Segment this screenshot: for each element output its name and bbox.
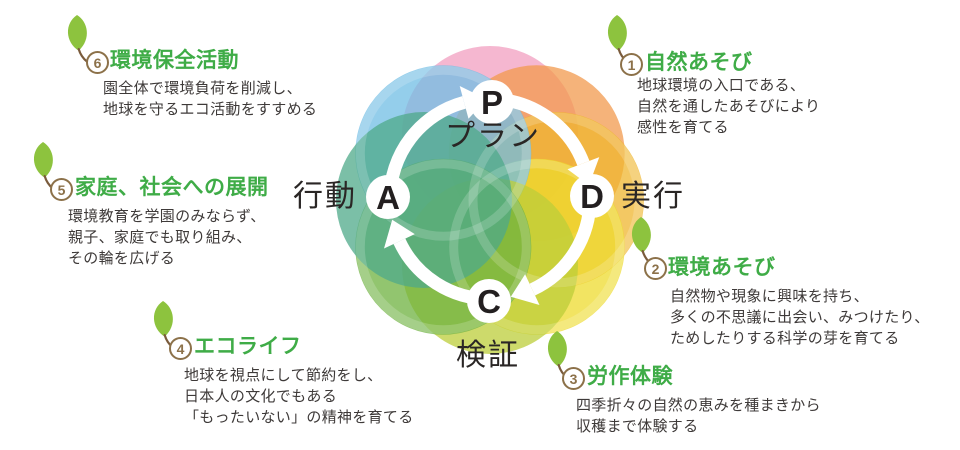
item-5-line-2: 親子、家庭でも取り組み、 xyxy=(68,229,252,246)
item-1-line-1: 地球環境の入口である、 xyxy=(637,77,806,94)
item-4-title: エコライフ xyxy=(194,335,302,358)
node-plan-badge: P xyxy=(470,80,514,124)
item-5-line-1: 環境教育を学園のみならず、 xyxy=(68,208,266,225)
item-1-number: 1 xyxy=(627,56,636,73)
item-6-title: 環境保全活動 xyxy=(110,49,239,72)
item-2-line-3: ためしたりする科学の芽を育てる xyxy=(670,330,900,347)
node-act-letter: A xyxy=(376,178,400,216)
node-act-label: 行動 xyxy=(293,180,357,213)
node-check-label: 検証 xyxy=(456,339,520,372)
item-5-line-3: その輪を広げる xyxy=(68,250,176,267)
node-plan-label: プラン xyxy=(445,120,541,153)
item-3-description: 四季折々の自然の恵みを種まきから 収穫まで体験する xyxy=(576,395,821,437)
item-5-number: 5 xyxy=(57,181,66,198)
item-1-description: 地球環境の入口である、 自然を通したあそびにより 感性を育てる xyxy=(637,75,820,138)
item-4-line-3: 「もったいない」の精神を育てる xyxy=(184,409,414,426)
item-2-number: 2 xyxy=(651,260,660,277)
item-4-description: 地球を視点にして節約をし、 日本人の文化でもある 「もったいない」の精神を育てる xyxy=(184,365,414,428)
arrowhead-to-c xyxy=(510,274,540,305)
node-do-badge: D xyxy=(570,174,614,218)
node-check-badge: C xyxy=(467,279,511,323)
node-check-letter: C xyxy=(477,282,501,320)
item-6-number: 6 xyxy=(93,54,102,71)
item-1-number-badge: 1 xyxy=(620,53,643,76)
item-3-line-1: 四季折々の自然の恵みを種まきから xyxy=(576,397,821,414)
item-2-line-2: 多くの不思議に出会い、みつけたり、 xyxy=(670,309,930,326)
item-4-line-1: 地球を視点にして節約をし、 xyxy=(184,367,383,384)
item-6-number-badge: 6 xyxy=(86,51,109,74)
item-1-title: 自然あそび xyxy=(645,51,753,74)
item-6-line-1: 園全体で環境負荷を削減し、 xyxy=(103,80,302,97)
item-5-number-badge: 5 xyxy=(50,178,73,201)
node-act-badge: A xyxy=(366,175,410,219)
item-5-description: 環境教育を学園のみならず、 親子、家庭でも取り組み、 その輪を広げる xyxy=(68,206,266,269)
petal-teal xyxy=(336,112,512,288)
item-2-number-badge: 2 xyxy=(644,257,667,280)
item-3-number: 3 xyxy=(569,370,578,387)
arrowhead-to-a xyxy=(384,219,415,249)
item-6-description: 園全体で環境負荷を削減し、 地球を守るエコ活動をすすめる xyxy=(103,78,317,120)
item-5-title: 家庭、社会への展開 xyxy=(75,176,269,199)
node-do-label: 実行 xyxy=(621,180,685,213)
item-1-line-3: 感性を育てる xyxy=(637,119,729,136)
item-4-line-2: 日本人の文化でもある xyxy=(184,388,338,405)
item-4-number-badge: 4 xyxy=(169,337,192,360)
item-2-title: 環境あそび xyxy=(668,256,776,279)
item-6-line-2: 地球を守るエコ活動をすすめる xyxy=(103,101,318,118)
item-3-line-2: 収穫まで体験する xyxy=(576,418,699,435)
item-4-number: 4 xyxy=(176,340,185,357)
node-plan-letter: P xyxy=(480,83,503,121)
item-1-line-2: 自然を通したあそびにより xyxy=(637,98,821,115)
node-do-letter: D xyxy=(580,177,604,215)
item-2-description: 自然物や現象に興味を持ち、 多くの不思議に出会い、みつけたり、 ためしたりする科… xyxy=(670,286,930,349)
item-2-line-1: 自然物や現象に興味を持ち、 xyxy=(670,288,869,305)
item-3-number-badge: 3 xyxy=(562,367,585,390)
item-3-title: 労作体験 xyxy=(587,365,673,388)
